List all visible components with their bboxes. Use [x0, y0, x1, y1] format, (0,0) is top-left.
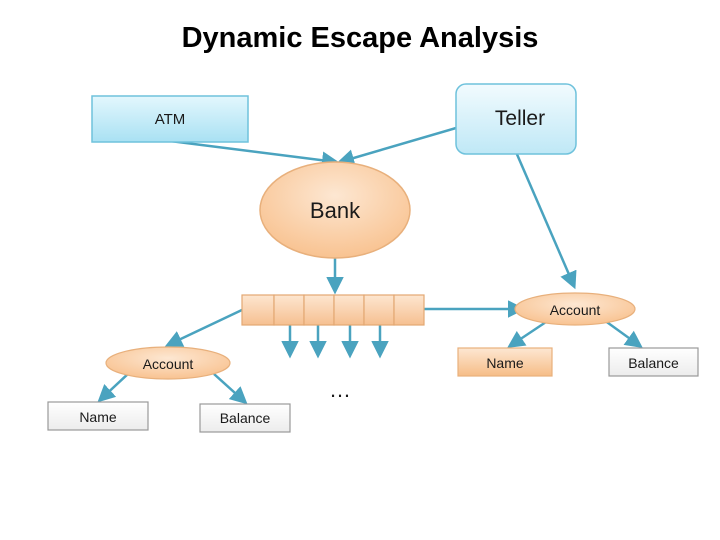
- account-left-node: [105, 346, 231, 380]
- teller-node: [455, 83, 577, 155]
- name-right-node: [457, 347, 553, 377]
- edge-account-right-balance: [603, 318, 643, 349]
- bank-node: [259, 161, 411, 259]
- name-left-node: [47, 401, 149, 431]
- account-array: [241, 294, 425, 326]
- diagram-title: Dynamic Escape Analysis: [181, 22, 539, 54]
- edge-account-right-name: [507, 320, 547, 348]
- edge-atm-bank: [169, 139, 340, 169]
- edge-teller-account-right: [514, 151, 577, 290]
- account-right-node: [514, 292, 636, 326]
- edge-account-left-balance: [213, 373, 248, 405]
- edge-teller-bank: [336, 126, 457, 167]
- edge-array-account-left: [164, 307, 245, 347]
- balance-left-node: [199, 403, 291, 433]
- balance-right-node: [608, 347, 699, 377]
- atm-node: [91, 95, 249, 143]
- edge-account-left-name: [97, 371, 131, 403]
